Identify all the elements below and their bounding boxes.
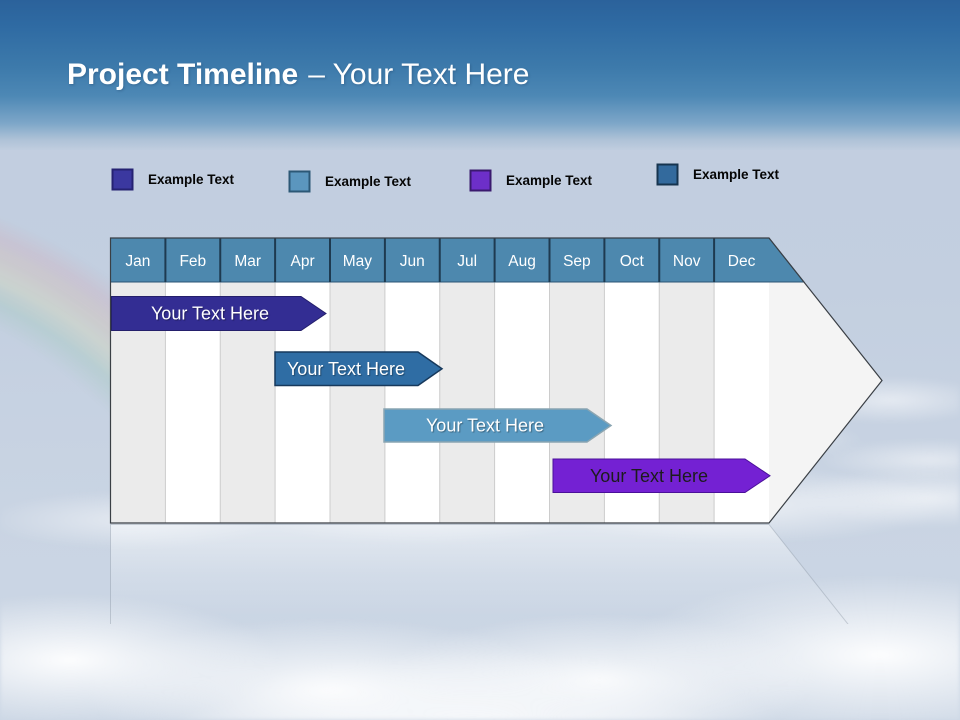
column-gridlines: [164, 282, 715, 523]
timeline-bar-row-3[interactable]: Your Text Here: [383, 408, 613, 443]
legend-swatch-icon: [469, 169, 492, 192]
timeline-bar-label[interactable]: Your Text Here: [151, 304, 269, 324]
month-label: Aug: [508, 253, 536, 270]
month-header-separators: [164, 238, 716, 282]
legend-swatch-icon: [111, 168, 134, 191]
legend-label: Example Text: [148, 172, 235, 187]
timeline-bar[interactable]: [274, 351, 444, 387]
timeline-bar[interactable]: [383, 408, 613, 443]
legend-label: Example Text: [325, 174, 412, 189]
legend-label: Example Text: [506, 173, 593, 188]
timeline-bar[interactable]: [552, 458, 771, 493]
month-labels: Jan Feb Mar Apr May Jun Jul Aug Sep Oct …: [125, 253, 755, 270]
legend-swatch-icon: [656, 163, 679, 186]
legend-swatch-icon: [288, 170, 311, 193]
timeline-bar-row-2[interactable]: Your Text Here: [274, 351, 444, 387]
legend-item: Example Text: [288, 170, 411, 193]
legend-label: Example Text: [693, 167, 780, 182]
month-label: Jan: [125, 253, 150, 270]
month-label: May: [343, 253, 373, 270]
page-title: Project Timeline – Your Text Here: [67, 58, 529, 93]
timeline-bar-label[interactable]: Your Text Here: [426, 416, 544, 436]
month-label: Nov: [673, 253, 701, 270]
timeline-bar[interactable]: [111, 296, 327, 331]
title-banner: [0, 0, 960, 150]
legend-item: Example Text: [469, 169, 592, 192]
month-label: Jul: [457, 253, 477, 270]
timeline-arrow-outline: [109, 237, 883, 524]
timeline-bar-row-4[interactable]: Your Text Here: [552, 458, 771, 493]
timeline-bar-row-1[interactable]: Your Text Here: [111, 296, 327, 331]
timeline-bar-label[interactable]: Your Text Here: [287, 359, 405, 379]
month-label: Oct: [620, 253, 645, 270]
legend-item: Example Text: [656, 163, 779, 186]
page-title-main: Project Timeline: [67, 58, 299, 91]
month-label: Mar: [234, 253, 261, 270]
month-label: Dec: [728, 253, 756, 270]
legend-item: Example Text: [111, 168, 234, 191]
month-label: Apr: [291, 253, 315, 270]
table-reflection: [110, 524, 849, 624]
month-label: Sep: [563, 253, 591, 270]
page-title-sub: – Your Text Here: [308, 58, 530, 91]
timeline-bar-label[interactable]: Your Text Here: [590, 466, 708, 486]
month-label: Feb: [179, 253, 206, 270]
timeline-chart: Your Text Here Your Text Here Your Text …: [109, 237, 883, 524]
month-label: Jun: [400, 253, 425, 270]
